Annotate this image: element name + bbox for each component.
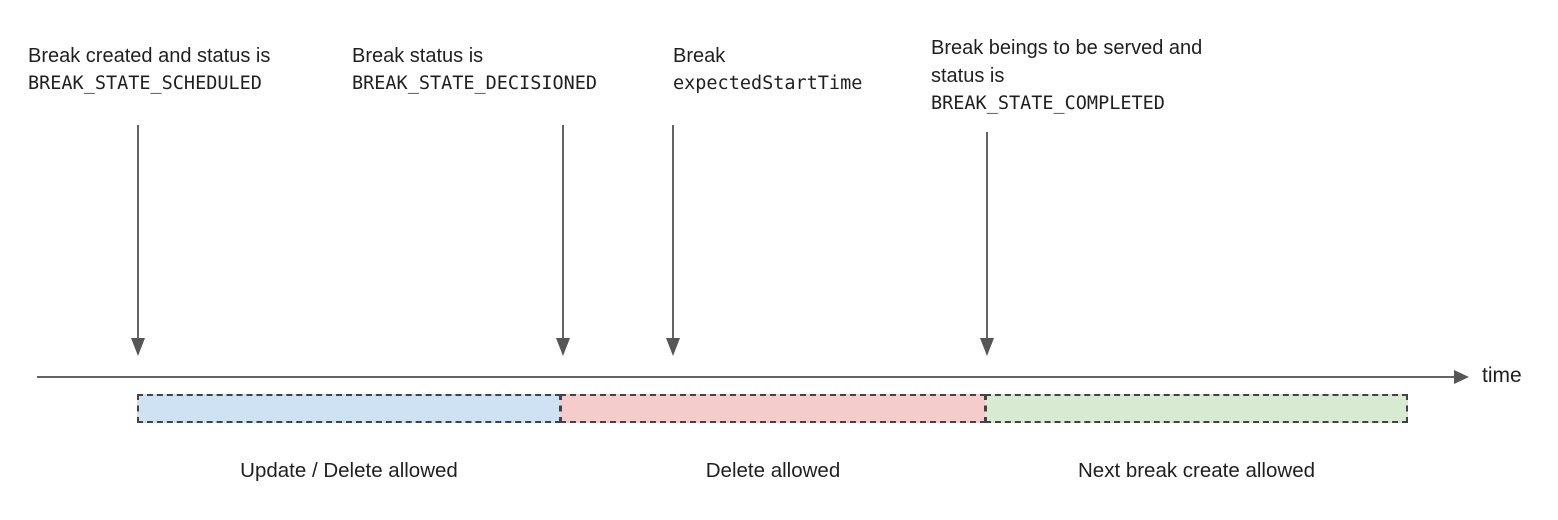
segment-label-next-break-create: Next break create allowed (1077, 459, 1315, 482)
arrow-break-completed (986, 132, 988, 339)
segment-delete-allowed (560, 394, 986, 423)
segment-update-delete-allowed (137, 394, 561, 423)
annotation-code: BREAK_STATE_DECISIONED (352, 73, 598, 94)
annotation-text: Break created and status is (28, 45, 271, 67)
timeline-axis (37, 376, 1455, 378)
annotation-break-completed: Break beings to be served and status is … (931, 34, 1221, 118)
annotation-code: BREAK_STATE_SCHEDULED (28, 73, 262, 94)
annotation-text: Break status is (352, 45, 484, 67)
annotation-code: expectedStartTime (673, 73, 863, 94)
segment-label-update-delete: Update / Delete allowed (240, 459, 458, 482)
segment-label-delete: Delete allowed (705, 459, 841, 482)
arrow-break-decisioned (562, 125, 564, 339)
annotation-code: BREAK_STATE_COMPLETED (931, 93, 1165, 114)
annotation-text: Break beings to be served and status is (931, 37, 1203, 87)
segment-next-break-create-allowed (985, 394, 1408, 423)
annotation-expected-start-time: Break expectedStartTime (673, 42, 923, 98)
arrow-break-scheduled (137, 125, 139, 339)
annotation-break-decisioned: Break status is BREAK_STATE_DECISIONED (352, 42, 662, 98)
annotation-text: Break (673, 45, 726, 67)
arrow-expected-start-time (672, 125, 674, 339)
annotation-break-scheduled: Break created and status is BREAK_STATE_… (28, 42, 338, 98)
timeline-axis-label: time (1482, 364, 1522, 387)
